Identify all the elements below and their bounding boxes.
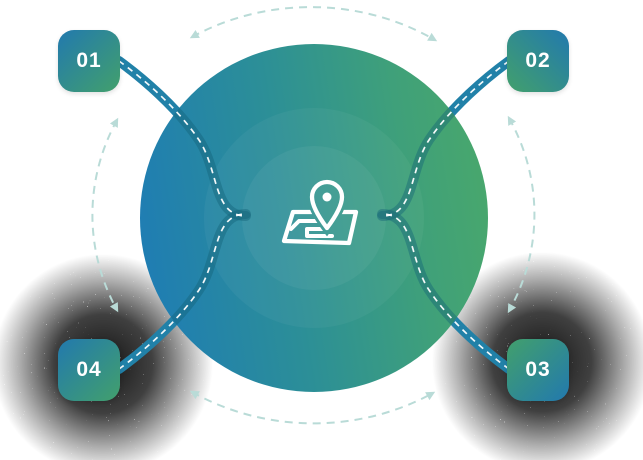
step-badge-04: 04 [58,339,120,401]
orbit-arc-top [189,6,438,42]
map-route-line [289,219,334,238]
pin-outline [309,179,345,231]
step-badge-03-label: 03 [525,358,551,381]
step-badge-03: 03 [507,339,569,401]
orbit-arc-bottom [189,390,436,425]
inner-ring-outer [204,108,424,328]
pin-dot [322,192,332,202]
map-location-pin-icon [281,179,359,246]
orbit-arc-right [507,115,536,314]
inner-ring-inner [242,146,386,290]
step-badge-01: 01 [58,30,120,92]
central-circle [140,44,488,392]
orbit-arc-left [91,117,119,313]
step-badge-01-label: 01 [76,49,102,72]
road-centerlines [118,60,510,370]
step-badge-04-label: 04 [76,358,102,381]
orbit-dashed-arcs [91,6,536,425]
step-badge-02: 02 [507,30,569,92]
step-badge-02-label: 02 [525,49,551,72]
